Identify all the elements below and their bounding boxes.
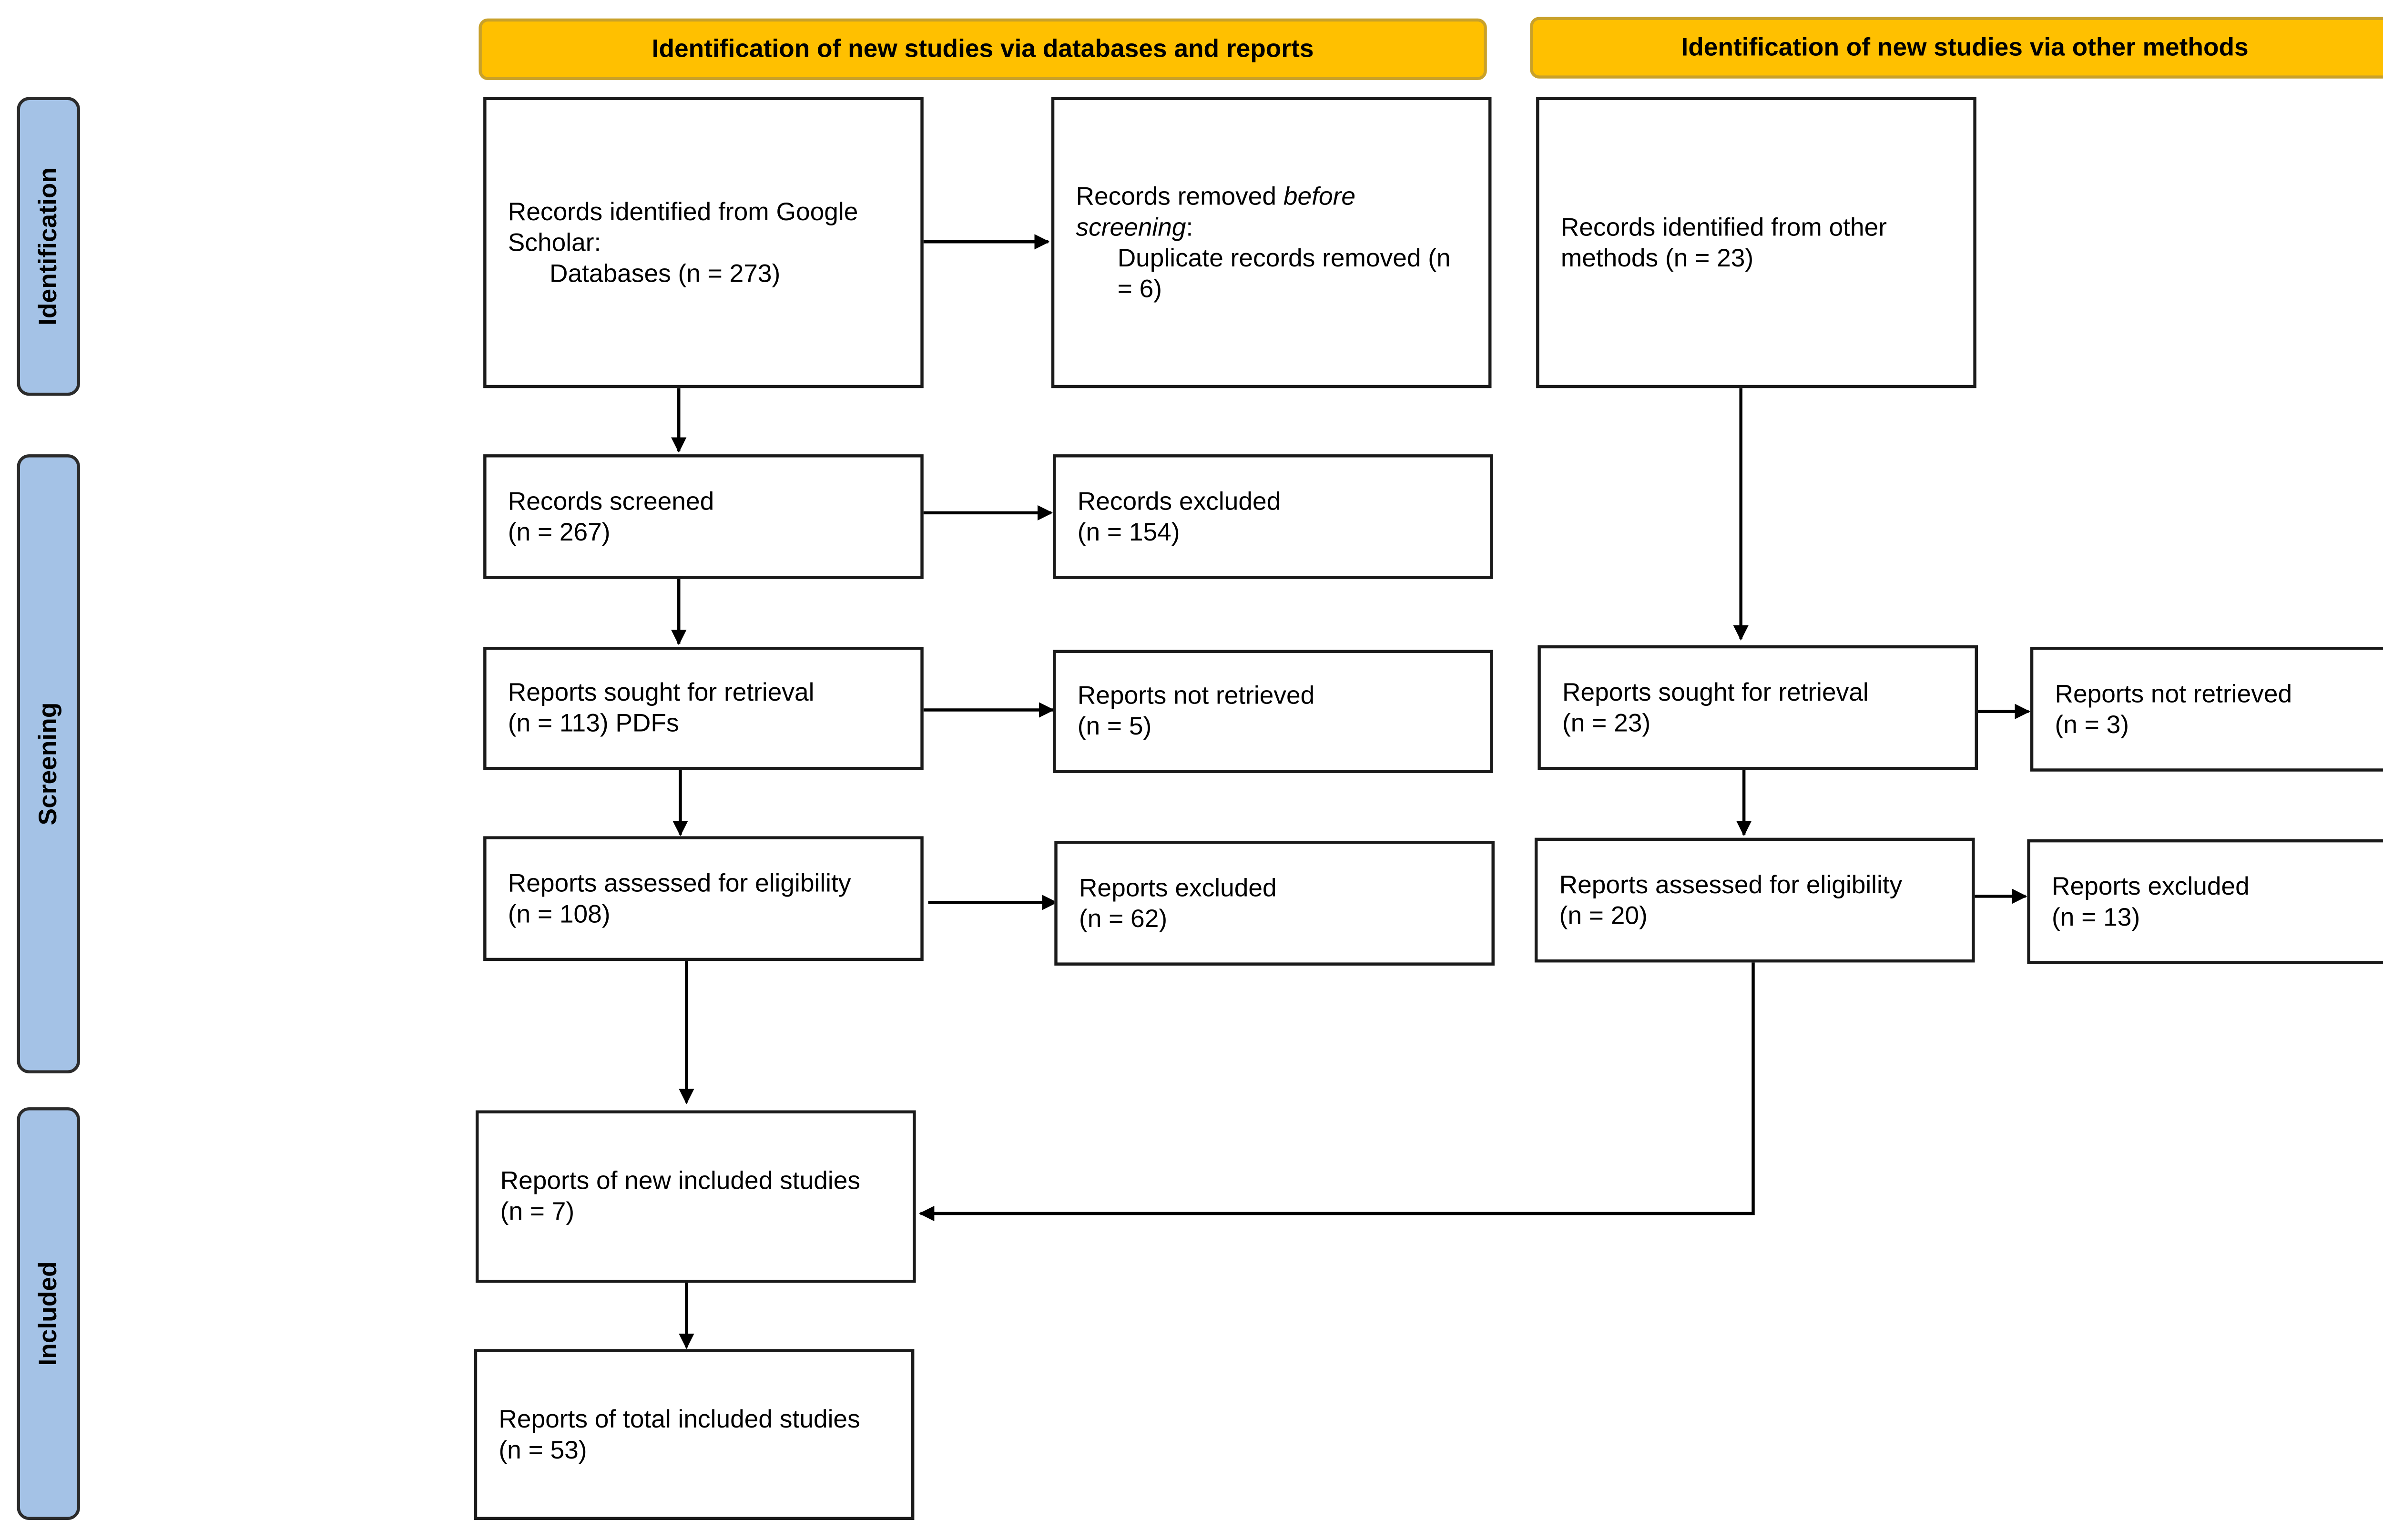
reports-sought-line2: (n = 113) PDFs <box>508 710 679 738</box>
records-removed-prefix: Records removed <box>1076 182 1283 211</box>
records-removed-suffix: : <box>1186 213 1193 241</box>
phase-identification: Identification <box>17 97 80 396</box>
records-excluded-line1: Records excluded <box>1077 487 1281 515</box>
records-identified-line1: Records identified from Google <box>508 198 858 226</box>
other-identified-line1: Records identified from other <box>1560 213 1887 241</box>
box-other-not-retrieved: Reports not retrieved (n = 3) <box>2030 647 2383 772</box>
reports-excluded-line1: Reports excluded <box>1079 874 1277 902</box>
new-included-line2: (n = 7) <box>500 1198 575 1226</box>
box-records-screened: Records screened (n = 267) <box>483 454 924 579</box>
reports-not-retrieved-line1: Reports not retrieved <box>1077 682 1315 710</box>
box-records-identified: Records identified from Google Scholar: … <box>483 97 924 388</box>
other-assessed-line1: Reports assessed for eligibility <box>1559 871 1903 899</box>
records-removed-emph-before: before <box>1283 182 1356 211</box>
records-removed-heading-2: screening: <box>1076 212 1466 243</box>
total-included-line1: Reports of total included studies <box>499 1405 860 1433</box>
box-reports-assessed: Reports assessed for eligibility (n = 10… <box>483 836 924 961</box>
records-screened-line1: Records screened <box>508 487 714 515</box>
box-other-assessed: Reports assessed for eligibility (n = 20… <box>1534 837 1975 963</box>
other-sought-line1: Reports sought for retrieval <box>1562 678 1869 706</box>
reports-assessed-line1: Reports assessed for eligibility <box>508 869 851 897</box>
box-reports-excluded: Reports excluded (n = 62) <box>1054 841 1495 966</box>
reports-excluded-line2: (n = 62) <box>1079 905 1168 933</box>
box-total-included: Reports of total included studies (n = 5… <box>474 1349 915 1520</box>
other-sought-line2: (n = 23) <box>1562 709 1651 737</box>
box-records-excluded: Records excluded (n = 154) <box>1053 454 1493 579</box>
records-identified-line3: Databases (n = 273) <box>549 259 781 287</box>
box-new-included: Reports of new included studies (n = 7) <box>475 1110 916 1283</box>
other-not-retrieved-line1: Reports not retrieved <box>2055 680 2292 708</box>
records-screened-line2: (n = 267) <box>508 518 611 546</box>
box-other-excluded: Reports excluded (n = 13) <box>2027 839 2383 964</box>
box-other-identified: Records identified from other methods (n… <box>1536 97 1976 388</box>
phase-included: Included <box>17 1107 80 1520</box>
other-excluded-line1: Reports excluded <box>2052 872 2250 900</box>
other-not-retrieved-line2: (n = 3) <box>2055 711 2129 739</box>
phase-screening: Screening <box>17 454 80 1074</box>
reports-not-retrieved-line2: (n = 5) <box>1077 713 1152 741</box>
records-removed-detail: Duplicate records removed (n = 6) <box>1117 244 1451 303</box>
records-removed-heading: Records removed before <box>1076 181 1466 212</box>
records-removed-emph-screening: screening <box>1076 213 1186 241</box>
records-identified-line2: Scholar: <box>508 228 601 256</box>
header-other-methods: Identification of new studies via other … <box>1530 17 2383 79</box>
other-identified-line2: methods (n = 23) <box>1560 244 1754 272</box>
reports-assessed-line2: (n = 108) <box>508 900 611 928</box>
new-included-line1: Reports of new included studies <box>500 1167 860 1195</box>
other-excluded-line2: (n = 13) <box>2052 903 2140 931</box>
reports-sought-line1: Reports sought for retrieval <box>508 679 815 707</box>
other-assessed-line2: (n = 20) <box>1559 901 1648 929</box>
box-records-removed: Records removed before screening: Duplic… <box>1051 97 1492 388</box>
box-other-sought: Reports sought for retrieval (n = 23) <box>1538 645 1978 770</box>
header-databases: Identification of new studies via databa… <box>479 18 1487 81</box>
box-reports-sought: Reports sought for retrieval (n = 113) P… <box>483 647 924 770</box>
records-excluded-line2: (n = 154) <box>1077 518 1180 546</box>
header-databases-text: Identification of new studies via databa… <box>652 34 1314 62</box>
total-included-line2: (n = 53) <box>499 1436 587 1464</box>
box-reports-not-retrieved: Reports not retrieved (n = 5) <box>1053 650 1493 773</box>
header-other-methods-text: Identification of new studies via other … <box>1681 33 2249 61</box>
arrow-other-assessed-to-new-included <box>919 962 1755 1222</box>
